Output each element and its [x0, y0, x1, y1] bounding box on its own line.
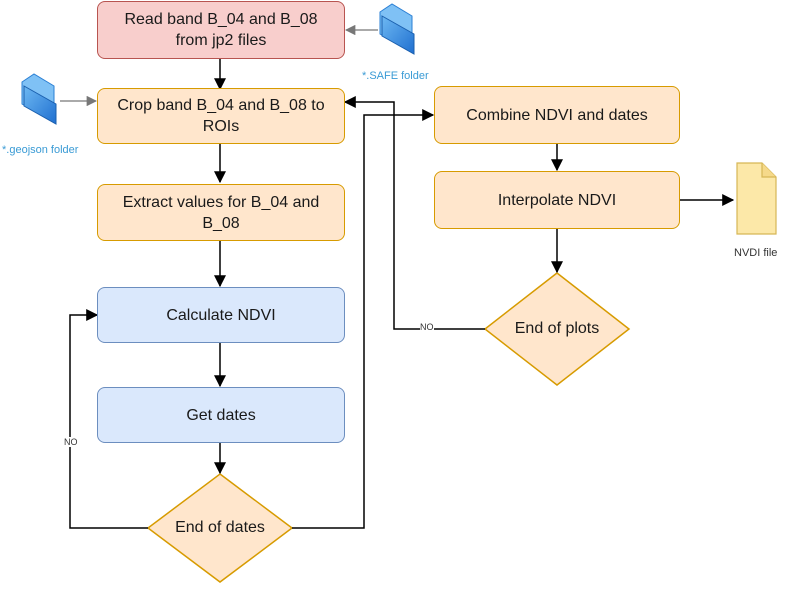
no-dates-label: NO	[64, 437, 78, 447]
combine-ndvi-label: Combine NDVI and dates	[466, 106, 648, 124]
get-dates-box: Get dates	[97, 387, 345, 443]
end-of-plots-label: End of plots	[514, 320, 600, 337]
get-dates-label: Get dates	[186, 406, 256, 424]
geojson-folder-label: *.geojson folder	[2, 144, 79, 156]
no-plots-label: NO	[420, 322, 434, 332]
edge-end-plots-no-loop	[343, 96, 485, 330]
combine-ndvi-box: Combine NDVI and dates	[434, 86, 680, 144]
interpolate-ndvi-box: Interpolate NDVI	[434, 171, 680, 229]
extract-values-label: Extract values for B_04 and B_08	[122, 193, 320, 232]
geojson-folder-icon	[21, 73, 57, 125]
safe-folder-label: *.SAFE folder	[362, 70, 429, 82]
extract-values-box: Extract values for B_04 and B_08	[97, 184, 345, 241]
ndvi-file-icon	[736, 162, 777, 235]
edge-end-dates-no-loop	[69, 309, 148, 529]
ndvi-file-label: NVDI file	[734, 247, 778, 259]
safe-folder-icon	[379, 3, 415, 55]
edge-end-dates-to-combine	[292, 109, 435, 529]
interpolate-ndvi-label: Interpolate NDVI	[497, 191, 617, 209]
read-band-label: Read band B_04 and B_08 from jp2 files	[124, 11, 318, 49]
crop-band-box: Crop band B_04 and B_08 to ROIs	[97, 88, 345, 144]
end-of-dates-label: End of dates	[175, 519, 265, 536]
crop-band-label: Crop band B_04 and B_08 to ROIs	[117, 97, 325, 135]
end-of-dates-diamond	[146, 473, 294, 583]
calculate-ndvi-box: Calculate NDVI	[97, 287, 345, 343]
end-of-plots-diamond	[483, 272, 631, 386]
read-band-box: Read band B_04 and B_08 from jp2 files	[97, 1, 345, 59]
calculate-ndvi-label: Calculate NDVI	[166, 306, 276, 324]
